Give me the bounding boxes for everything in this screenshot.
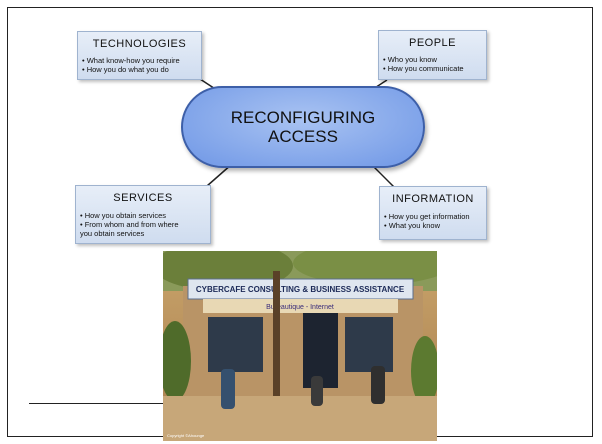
photo-copyright: Copyright ©Ahounge	[167, 433, 205, 438]
right-edge-mark-bottom	[592, 313, 593, 385]
technologies-line-2: • How you do what you do	[82, 65, 169, 74]
center-title-line-2: ACCESS	[268, 127, 338, 146]
information-line-2: • What you know	[384, 221, 440, 230]
shop-sign-text: CYBERCAFE CONSULTING & BUSINESS ASSISTAN…	[196, 285, 405, 294]
left-pointer-line	[29, 403, 163, 404]
people-line-1: • Who you know	[383, 55, 437, 64]
people-line-2: • How you communicate	[383, 64, 464, 73]
services-line-3: you obtain services	[80, 229, 145, 238]
technologies-title: TECHNOLOGIES	[92, 38, 187, 50]
services-line-1: • How you obtain services	[80, 211, 166, 220]
services-title: SERVICES	[113, 192, 173, 204]
cybercafe-photo: CYBERCAFE CONSULTING & BUSINESS ASSISTAN…	[163, 251, 437, 441]
people-title: PEOPLE	[408, 37, 457, 49]
technologies-line-1: • What know-how you require	[82, 56, 180, 65]
information-line-1: • How you get information	[384, 212, 470, 221]
technologies-box: TECHNOLOGIES • What know-how you require…	[77, 31, 202, 80]
services-line-2: • From whom and from where	[80, 220, 179, 229]
information-box: INFORMATION • How you get information • …	[379, 186, 487, 240]
cybercafe-photo-illustration: CYBERCAFE CONSULTING & BUSINESS ASSISTAN…	[163, 251, 437, 441]
center-title-line-1: RECONFIGURING	[230, 108, 376, 127]
services-box: SERVICES • How you obtain services • Fro…	[75, 185, 211, 244]
right-edge-mark-top	[592, 55, 593, 127]
center-oval: RECONFIGURING ACCESS	[181, 86, 425, 168]
information-title: INFORMATION	[392, 193, 474, 205]
shop-sign-subtext: Bureautique - Internet	[266, 304, 334, 311]
people-box: PEOPLE • Who you know • How you communic…	[378, 30, 487, 80]
